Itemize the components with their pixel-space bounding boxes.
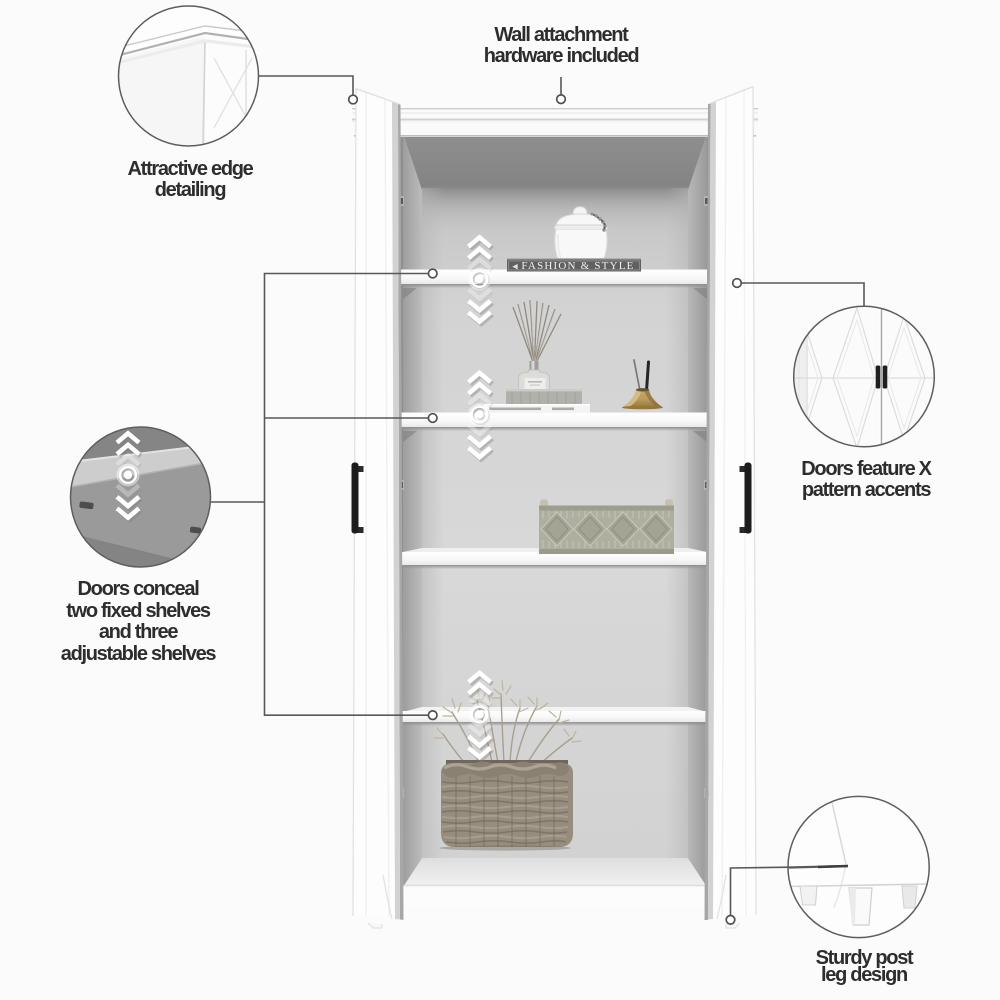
svg-text:◀: ◀ [512, 263, 518, 270]
svg-text:FASHION & STYLE: FASHION & STYLE [521, 260, 634, 272]
